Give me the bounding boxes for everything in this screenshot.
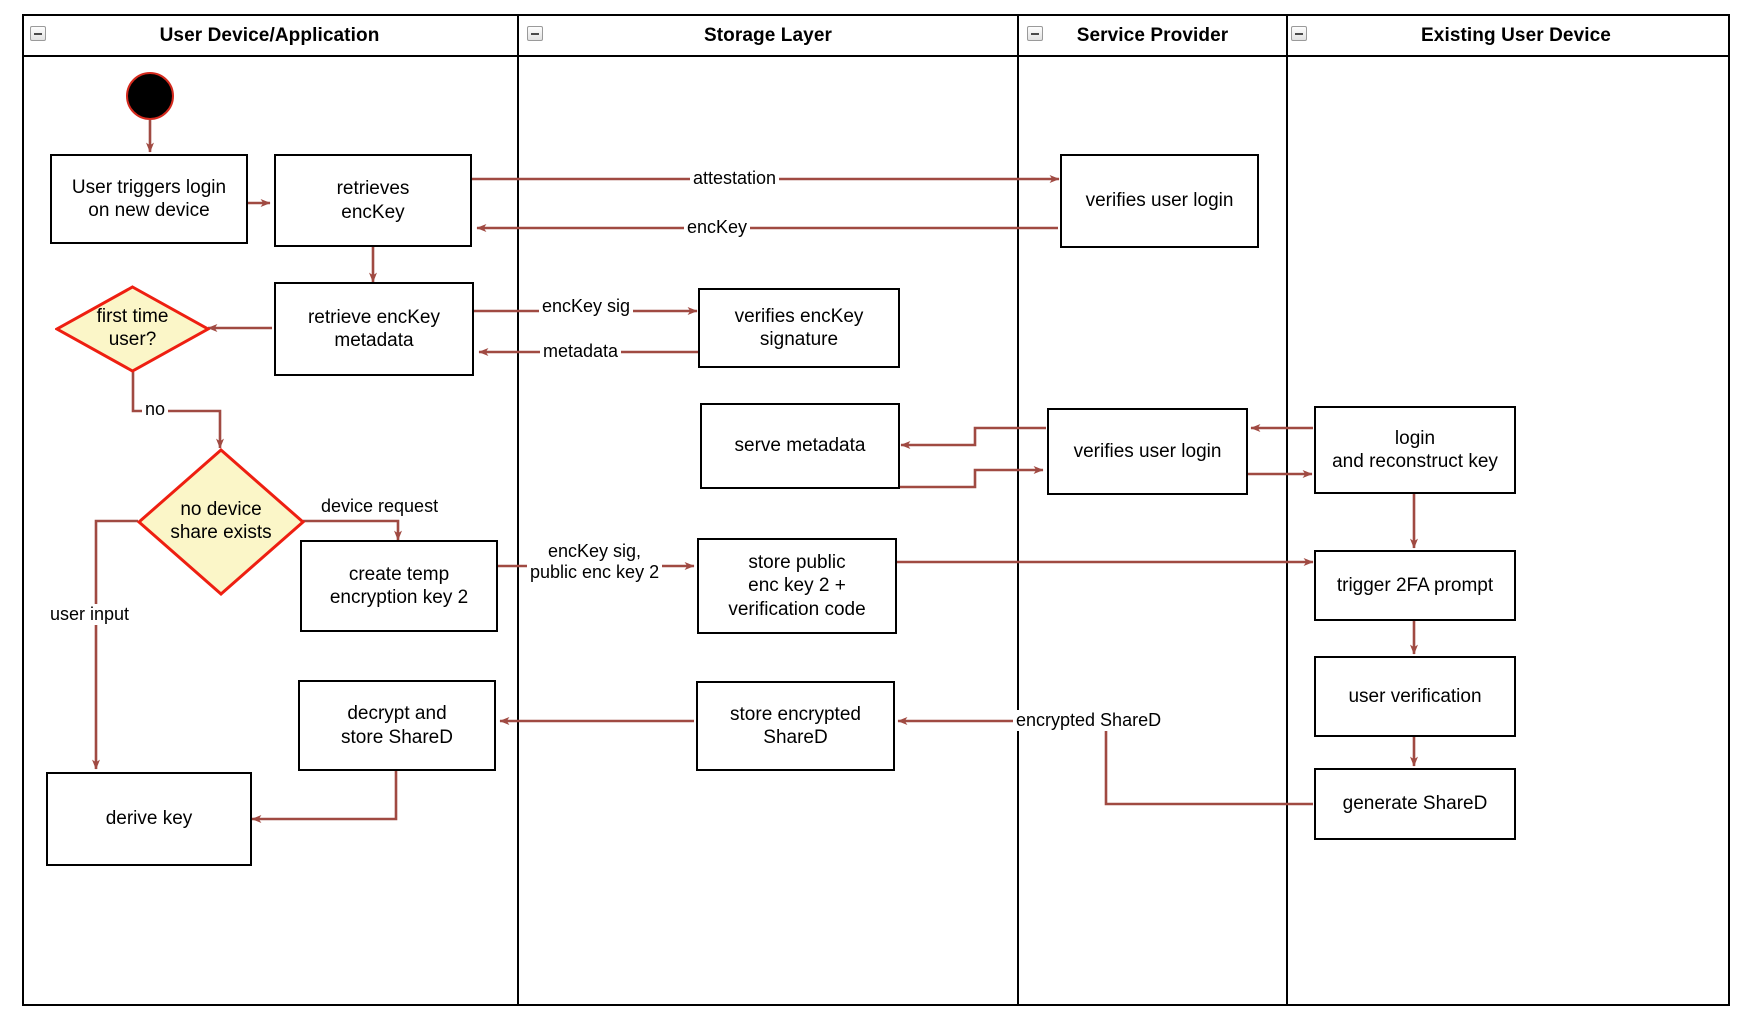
node-line: ShareD <box>763 727 828 748</box>
lane-divider-3 <box>1286 14 1288 1006</box>
node-line: serve metadata <box>734 435 866 457</box>
lane-header-service-provider[interactable]: Service Provider <box>1019 14 1286 57</box>
node-line: first time <box>96 306 169 328</box>
node-verifies-user-login-mid[interactable]: verifies user login <box>1047 408 1248 495</box>
edge-label-enckey-sig-public-enc-key-2: encKey sig, public enc key 2 <box>527 541 663 583</box>
lane-header-existing-user-device[interactable]: Existing User Device <box>1288 14 1728 57</box>
minus-icon[interactable] <box>30 26 46 41</box>
decision-label: no device share exists <box>170 499 271 545</box>
node-verifies-user-login-top[interactable]: verifies user login <box>1060 154 1259 248</box>
node-line: verifies user login <box>1085 190 1234 212</box>
edge-label-encrypted-shared: encrypted ShareD <box>1013 710 1165 731</box>
node-line: signature <box>759 329 839 350</box>
edge-label-device-request: device request <box>318 496 442 517</box>
lane-title: Existing User Device <box>1421 24 1611 46</box>
edge-label-enckey-sig: encKey sig <box>539 296 634 317</box>
node-derive-key[interactable]: derive key <box>46 772 252 866</box>
edge-label-metadata: metadata <box>540 341 622 362</box>
initial-node <box>126 72 174 120</box>
node-line: store encrypted <box>730 703 861 725</box>
node-line: decrypt and <box>347 703 447 725</box>
node-line: enc key 2 + <box>748 575 846 597</box>
node-line: create temp <box>348 563 450 585</box>
edge-label-enckey: encKey <box>684 217 751 238</box>
decision-label: first time user? <box>97 306 169 352</box>
diamond-shape <box>137 448 305 596</box>
node-line: and reconstruct key <box>1332 451 1498 472</box>
node-line: login <box>1394 427 1436 449</box>
node-line: on new device <box>88 200 210 221</box>
lane-divider-2 <box>1017 14 1019 1006</box>
node-line: store public <box>748 552 846 574</box>
decision-no-device-share-exists[interactable]: no device share exists <box>137 448 305 596</box>
node-line: User triggers login <box>71 176 227 198</box>
node-line: share exists <box>170 522 272 543</box>
lane-title: Service Provider <box>1076 24 1229 46</box>
node-line: verifies user login <box>1073 440 1222 462</box>
diamond-shape <box>55 285 210 373</box>
node-line: retrieve encKey <box>307 306 440 328</box>
node-line: derive key <box>105 808 193 830</box>
edge-label-line: encKey sig, <box>548 541 642 561</box>
node-line: metadata <box>334 330 414 351</box>
decision-first-time-user[interactable]: first time user? <box>55 285 210 373</box>
node-generate-shared[interactable]: generate ShareD <box>1314 768 1516 840</box>
node-user-verification[interactable]: user verification <box>1314 656 1516 737</box>
node-line: retrieves <box>336 178 410 200</box>
edge-label-attestation: attestation <box>690 168 780 189</box>
lane-header-user-device[interactable]: User Device/Application <box>22 14 517 57</box>
edge-label-line: public enc key 2 <box>530 561 660 582</box>
swimlane-frame <box>22 14 1730 1006</box>
node-trigger-2fa-prompt[interactable]: trigger 2FA prompt <box>1314 550 1516 621</box>
node-line: store ShareD <box>341 726 453 748</box>
edge-label-user-input: user input <box>47 604 133 625</box>
minus-icon[interactable] <box>1291 26 1307 41</box>
edge-label-no: no <box>142 399 169 420</box>
node-line: user? <box>108 329 157 350</box>
node-line: encKey <box>341 201 405 223</box>
node-line: verifies encKey <box>734 305 864 327</box>
lane-header-storage-layer[interactable]: Storage Layer <box>519 14 1017 57</box>
node-line: encryption key 2 <box>329 587 469 608</box>
lane-title: Storage Layer <box>703 24 833 46</box>
node-line: generate ShareD <box>1342 793 1488 815</box>
lane-divider-1 <box>517 14 519 1006</box>
lane-title: User Device/Application <box>159 24 380 46</box>
minus-icon[interactable] <box>1027 26 1043 41</box>
node-line: no device <box>180 499 262 521</box>
node-serve-metadata[interactable]: serve metadata <box>700 403 900 489</box>
node-line: trigger 2FA prompt <box>1336 574 1494 596</box>
node-line: user verification <box>1348 685 1482 707</box>
node-line: verification code <box>728 598 866 620</box>
swimlane-header-row <box>22 14 1730 57</box>
minus-icon[interactable] <box>527 26 543 41</box>
